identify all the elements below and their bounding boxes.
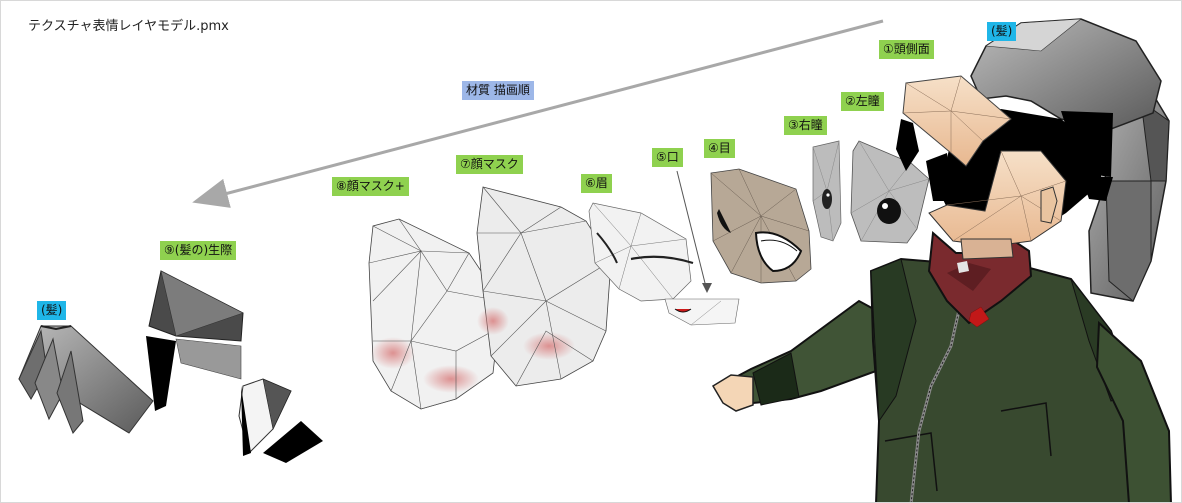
left-pupil-layer bbox=[850, 140, 930, 244]
face-mask-layer bbox=[476, 186, 612, 387]
face-mask-plus-layer bbox=[368, 218, 502, 410]
label-hair-right: (髪) bbox=[987, 22, 1017, 41]
mouth-layer bbox=[664, 170, 740, 326]
label-eyebrow: ⑥眉 bbox=[581, 174, 612, 193]
hair-fragment-left bbox=[18, 325, 154, 434]
label-hairline: ⑨(髪の)生際 bbox=[160, 241, 237, 260]
hairline-fragment bbox=[146, 270, 323, 463]
label-left-pupil: ②左瞳 bbox=[841, 92, 884, 111]
label-right-pupil: ③右瞳 bbox=[784, 116, 827, 135]
draw-order-arrow bbox=[192, 19, 884, 208]
label-head-side: ①頭側面 bbox=[879, 40, 934, 59]
head-side-panel bbox=[902, 75, 1012, 167]
label-hair-left: (髪) bbox=[37, 301, 67, 320]
draw-order-label: 材質 描画順 bbox=[462, 81, 534, 100]
label-face-mask: ⑦顔マスク bbox=[456, 155, 523, 174]
character-model bbox=[711, 230, 1172, 502]
label-eye: ④目 bbox=[704, 139, 735, 158]
eyebrow-layer bbox=[588, 202, 694, 302]
eye-layer bbox=[710, 168, 812, 284]
character-head bbox=[896, 18, 1170, 302]
label-mouth: ⑤口 bbox=[652, 148, 683, 167]
mouth-pointer-line bbox=[676, 170, 708, 292]
label-face-mask-plus: ⑧顔マスク+ bbox=[332, 177, 409, 196]
file-title: テクスチャ表情レイヤモデル.pmx bbox=[28, 19, 229, 34]
right-pupil-layer bbox=[812, 140, 842, 242]
